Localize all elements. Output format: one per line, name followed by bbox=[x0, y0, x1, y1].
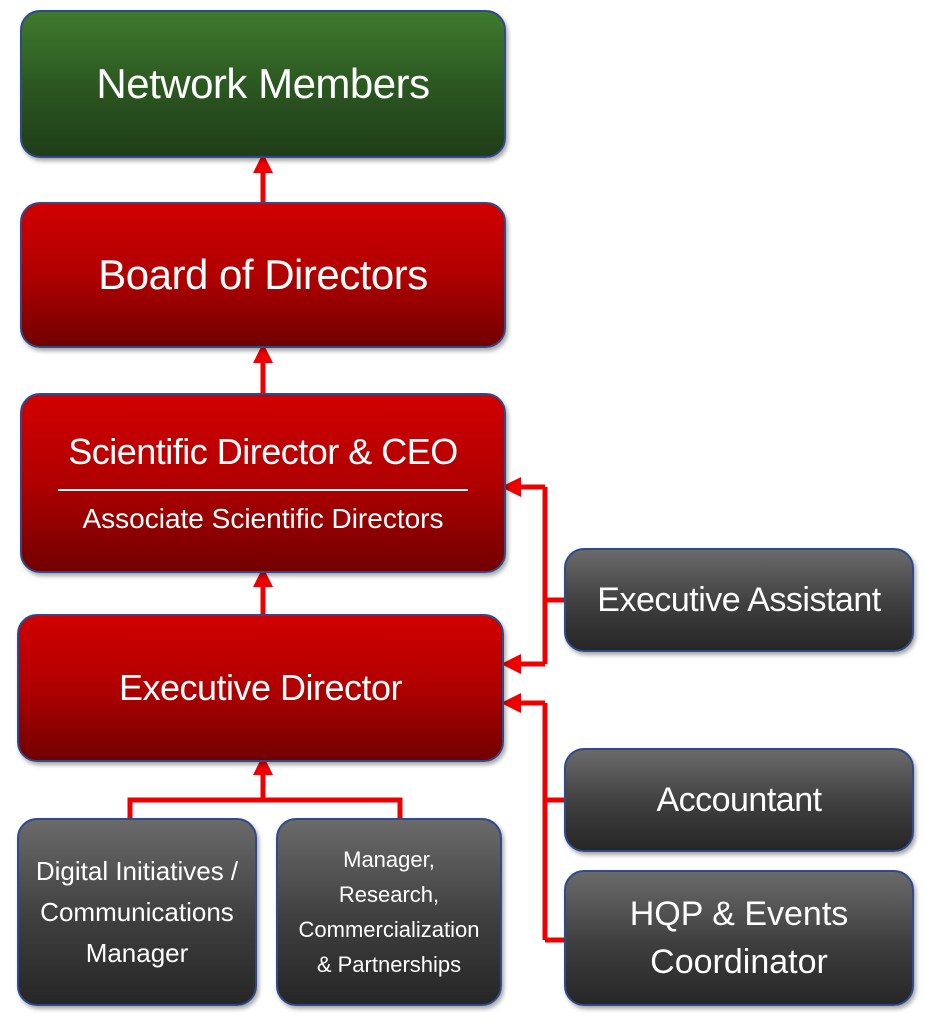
executive-assistant-box: Executive Assistant bbox=[564, 548, 914, 652]
board-of-directors-label: Board of Directors bbox=[98, 251, 428, 298]
scientific-director-divider bbox=[58, 489, 468, 491]
research-manager-line-4: & Partnerships bbox=[316, 952, 462, 977]
accountant-label: Accountant bbox=[656, 780, 822, 819]
hqp-coordinator-line-1: HQP & Events bbox=[629, 895, 849, 933]
network-members-label: Network Members bbox=[96, 60, 430, 107]
digital-manager-line-3: Manager bbox=[85, 937, 189, 968]
digital-manager-box: Digital Initiatives / Communications Man… bbox=[17, 818, 257, 1006]
bracket-bottom-staff bbox=[127, 797, 403, 818]
digital-manager-line-2: Communications bbox=[40, 896, 234, 927]
accountant-box: Accountant bbox=[564, 748, 914, 852]
board-of-directors-box: Board of Directors bbox=[20, 202, 506, 348]
research-manager-box: Manager, Research, Commercialization & P… bbox=[276, 818, 502, 1006]
network-members-box: Network Members bbox=[20, 10, 506, 158]
hqp-coordinator-line-2: Coordinator bbox=[650, 943, 828, 981]
scientific-director-label: Scientific Director & CEO bbox=[68, 431, 458, 472]
scientific-director-box: Scientific Director & CEO Associate Scie… bbox=[20, 393, 506, 573]
hqp-coordinator-box: HQP & Events Coordinator bbox=[564, 870, 914, 1006]
executive-director-label: Executive Director bbox=[118, 667, 403, 708]
executive-assistant-label: Executive Assistant bbox=[597, 580, 881, 619]
research-manager-line-3: Commercialization bbox=[298, 917, 480, 942]
associate-scientific-directors-label: Associate Scientific Directors bbox=[82, 503, 444, 534]
digital-manager-line-1: Digital Initiatives / bbox=[35, 855, 239, 886]
research-manager-line-1: Manager, bbox=[343, 847, 435, 872]
research-manager-line-2: Research, bbox=[338, 882, 440, 907]
executive-director-box: Executive Director bbox=[17, 614, 504, 762]
